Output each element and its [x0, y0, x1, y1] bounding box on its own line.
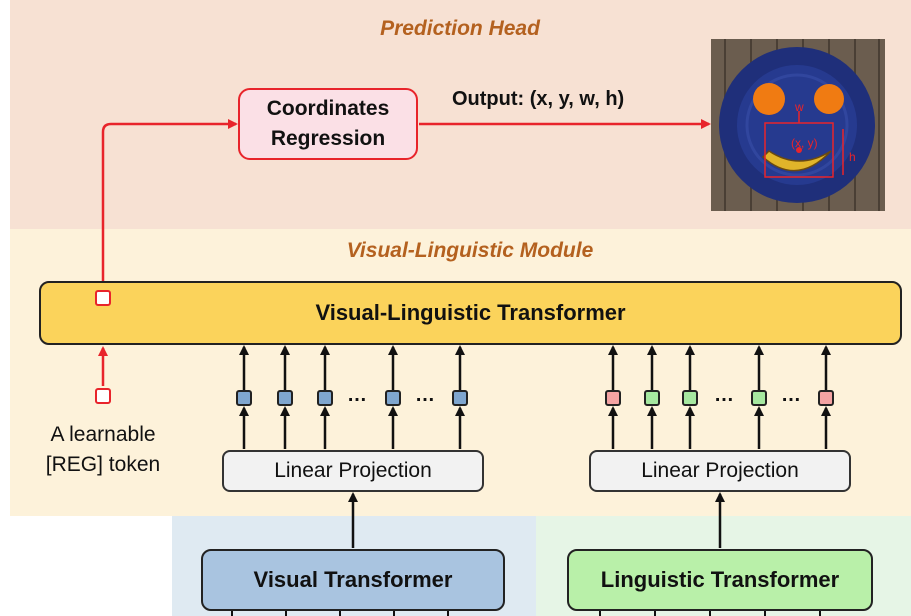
linguistic-token — [751, 390, 767, 406]
visual-token — [452, 390, 468, 406]
visual-transformer-box: Visual Transformer — [201, 549, 505, 611]
linguistic-linear-projection-label: Linear Projection — [641, 459, 799, 482]
visual-transformer-label: Visual Transformer — [253, 567, 453, 592]
visual-linguistic-module-title: Visual-Linguistic Module — [346, 239, 594, 262]
visual-token — [385, 390, 401, 406]
linguistic-token-arrows — [608, 345, 831, 449]
visual-linguistic-transformer-box: Visual-Linguistic Transformer — [39, 281, 902, 345]
prediction-head-title: Prediction Head — [380, 17, 540, 40]
linguistic-token — [644, 390, 660, 406]
height-label: h — [849, 150, 856, 164]
linguistic-token — [682, 390, 698, 406]
visual-token-arrows — [239, 345, 465, 449]
linguistic-transformer-label: Linguistic Transformer — [600, 567, 840, 592]
reg-token-output — [95, 290, 111, 306]
visual-token — [277, 390, 293, 406]
linguistic-token — [818, 390, 834, 406]
linguistic-token — [605, 390, 621, 406]
plate-photo-illustration: w (x, y) h — [711, 39, 885, 211]
linguistic-transformer-box: Linguistic Transformer — [567, 549, 873, 611]
linguistic-ellipsis: … — [714, 384, 734, 406]
reg-token-label: A learnable [REG] token — [28, 420, 178, 481]
visual-linear-projection-box: Linear Projection — [222, 450, 484, 492]
coordinates-regression-line2: Regression — [270, 127, 386, 150]
visual-ellipsis: … — [347, 384, 367, 406]
reg-token — [95, 388, 111, 404]
reg-token-label-line1: A learnable — [50, 423, 156, 446]
linguistic-linear-projection-box: Linear Projection — [589, 450, 851, 492]
visual-token — [317, 390, 333, 406]
linguistic-ellipsis: … — [781, 384, 801, 406]
width-label: w — [794, 100, 804, 114]
visual-ellipsis: … — [415, 384, 435, 406]
visual-linguistic-transformer-label: Visual-Linguistic Transformer — [315, 300, 626, 325]
reg-output-arrow — [101, 119, 238, 290]
visual-token — [236, 390, 252, 406]
reg-token-label-line2: [REG] token — [45, 453, 161, 477]
visual-linear-projection-label: Linear Projection — [274, 459, 432, 482]
center-label: (x, y) — [791, 136, 818, 150]
output-label: Output: (x, y, w, h) — [452, 88, 625, 110]
encoder-input-ticks — [231, 610, 821, 616]
coordinates-regression-box: Coordinates Regression — [238, 88, 418, 160]
coordinates-regression-line1: Coordinates — [266, 96, 390, 120]
output-image: w (x, y) h — [711, 39, 885, 211]
